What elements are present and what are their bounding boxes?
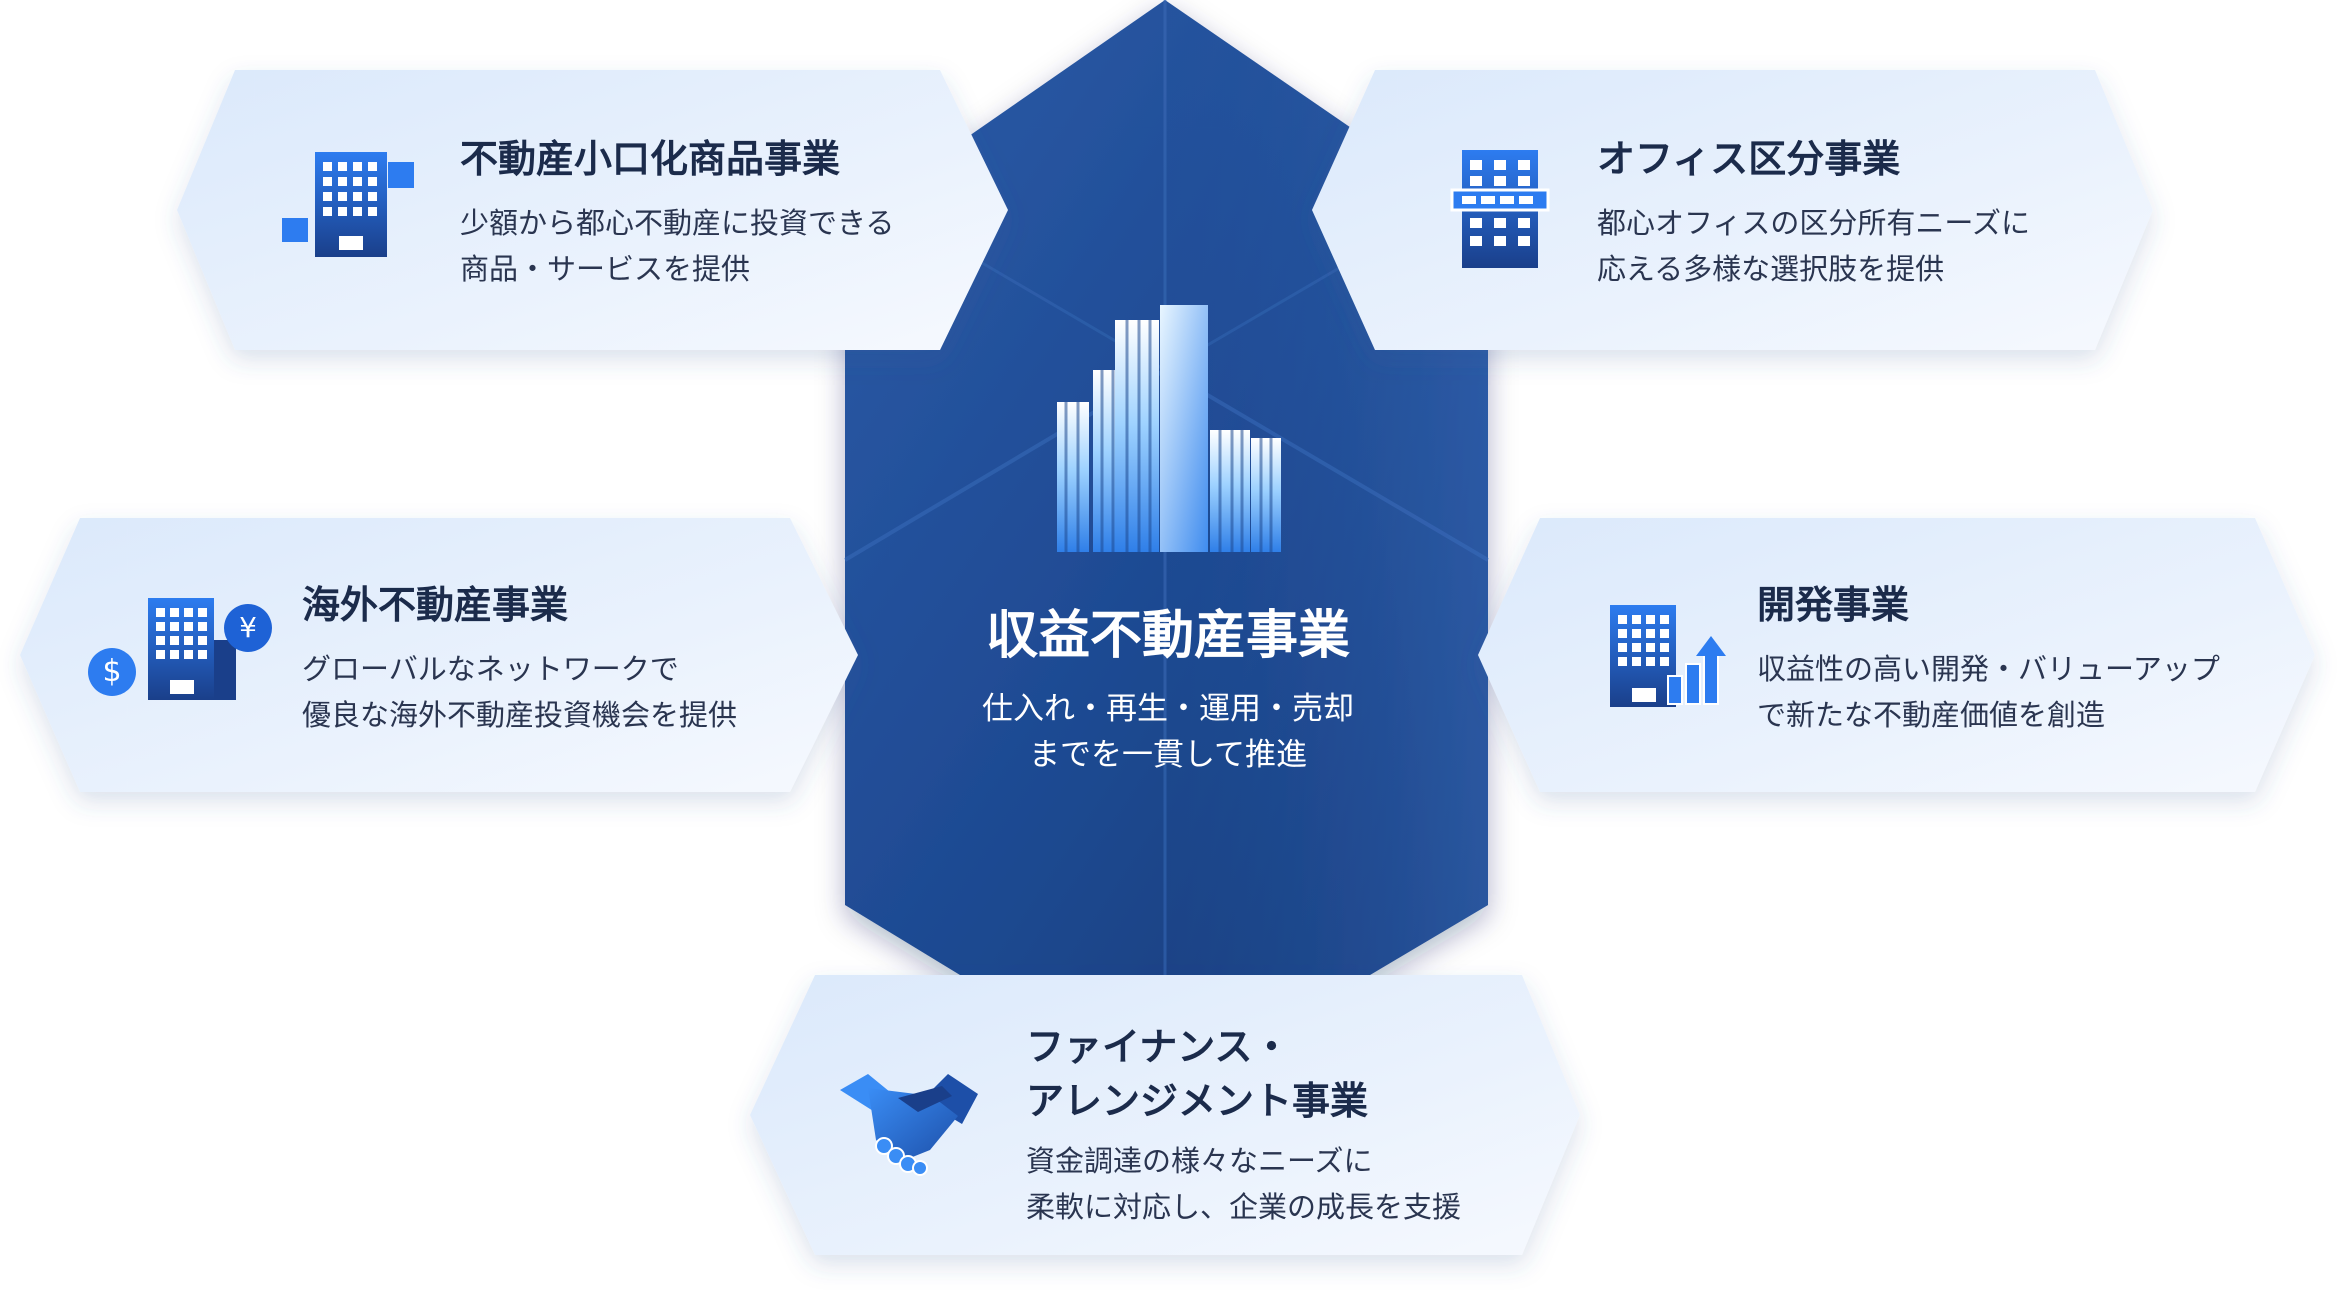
card-desc-line1: 資金調達の様々なニーズに xyxy=(1026,1144,1373,1178)
building-blocks-icon xyxy=(282,152,414,257)
card-desc-line2: で新たな不動産価値を創造 xyxy=(1757,698,2106,732)
center-desc-line1: 仕入れ・再生・運用・売却 xyxy=(982,691,1354,727)
card-desc-line2: 応える多様な選択肢を提供 xyxy=(1597,252,1945,286)
card-desc-line1: グローバルなネットワークで xyxy=(302,652,679,686)
card-small-lot-shape xyxy=(177,70,1008,350)
card-title: 海外不動産事業 xyxy=(302,583,569,627)
card-finance: ファイナンス・ アレンジメント事業 資金調達の様々なニーズに 柔軟に対応し、企業… xyxy=(1026,1020,1461,1230)
card-title-line1: ファイナンス・ xyxy=(1026,1025,1291,1069)
card-desc: 資金調達の様々なニーズに 柔軟に対応し、企業の成長を支援 xyxy=(1026,1138,1461,1230)
card-desc: 少額から都心不動産に投資できる 商品・サービスを提供 xyxy=(460,200,894,292)
card-desc-line2: 柔軟に対応し、企業の成長を支援 xyxy=(1026,1190,1462,1224)
dollar-coin-icon xyxy=(88,648,136,696)
card-title: ファイナンス・ アレンジメント事業 xyxy=(1026,1020,1461,1128)
card-title: 不動産小口化商品事業 xyxy=(460,137,841,181)
center-title: 収益不動産事業 xyxy=(985,606,1350,666)
card-desc: 都心オフィスの区分所有ニーズに 応える多様な選択肢を提供 xyxy=(1597,200,2030,292)
card-overseas: 海外不動産事業 グローバルなネットワークで 優良な海外不動産投資機会を提供 xyxy=(302,578,737,738)
yen-coin-icon xyxy=(224,604,272,652)
center-desc: 仕入れ・再生・運用・売却 までを一貫して推進 xyxy=(848,686,1488,778)
card-title-line2: アレンジメント事業 xyxy=(1026,1079,1369,1123)
card-desc-line1: 少額から都心不動産に投資できる xyxy=(460,206,895,240)
skyscraper-icon xyxy=(1057,305,1281,552)
card-desc: グローバルなネットワークで 優良な海外不動産投資機会を提供 xyxy=(302,646,737,738)
dollar-sign: $ xyxy=(102,654,122,689)
center-panel-text: 収益不動産事業 仕入れ・再生・運用・売却 までを一貫して推進 xyxy=(848,600,1488,778)
building-currency-icon xyxy=(88,598,272,700)
card-desc-line1: 収益性の高い開発・バリューアップ xyxy=(1757,652,2220,686)
handshake-icon xyxy=(840,1074,978,1176)
card-desc-line1: 都心オフィスの区分所有ニーズに xyxy=(1597,206,2030,240)
card-finance-shape xyxy=(750,975,1580,1255)
center-desc-line2: までを一貫して推進 xyxy=(1028,737,1308,773)
card-office: オフィス区分事業 都心オフィスの区分所有ニーズに 応える多様な選択肢を提供 xyxy=(1597,132,2030,292)
card-desc-line2: 商品・サービスを提供 xyxy=(460,252,751,286)
card-desc: 収益性の高い開発・バリューアップ で新たな不動産価値を創造 xyxy=(1757,646,2220,738)
card-desc-line2: 優良な海外不動産投資機会を提供 xyxy=(302,698,738,732)
card-office-shape xyxy=(1312,70,2153,350)
building-growth-chart-icon xyxy=(1610,605,1726,707)
yen-sign: ¥ xyxy=(239,611,257,644)
office-building-icon xyxy=(1450,150,1550,268)
card-overseas-shape xyxy=(20,518,858,792)
card-small-lot: 不動産小口化商品事業 少額から都心不動産に投資できる 商品・サービスを提供 xyxy=(460,132,894,292)
card-development: 開発事業 収益性の高い開発・バリューアップ で新たな不動産価値を創造 xyxy=(1757,578,2220,738)
card-development-shape xyxy=(1478,518,2315,792)
card-title: 開発事業 xyxy=(1757,583,1910,627)
card-title: オフィス区分事業 xyxy=(1597,137,1901,181)
